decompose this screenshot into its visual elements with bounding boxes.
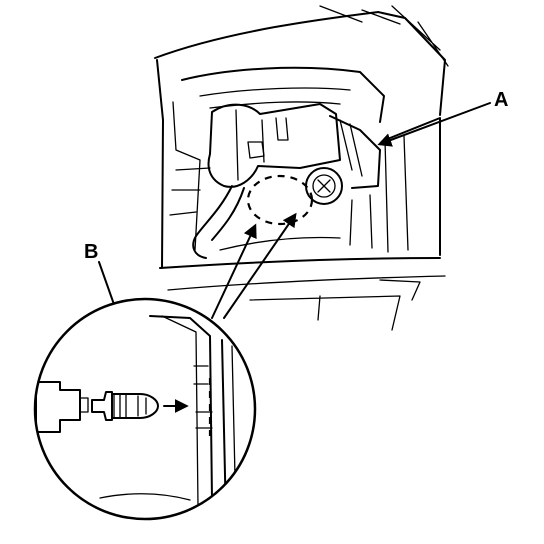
label-a: A bbox=[494, 89, 508, 111]
label-b: B bbox=[84, 241, 98, 263]
detail-magnifier bbox=[33, 297, 257, 521]
pointer-arrow-left bbox=[211, 223, 257, 319]
bulb-glass bbox=[111, 393, 159, 419]
pointer-arrow-right bbox=[223, 212, 297, 319]
connector-body bbox=[35, 381, 81, 433]
bulb-base bbox=[91, 391, 113, 421]
leader-a-arrow bbox=[377, 102, 491, 147]
detail-circle bbox=[33, 297, 257, 521]
headlight-housing-illustration bbox=[154, 5, 449, 331]
